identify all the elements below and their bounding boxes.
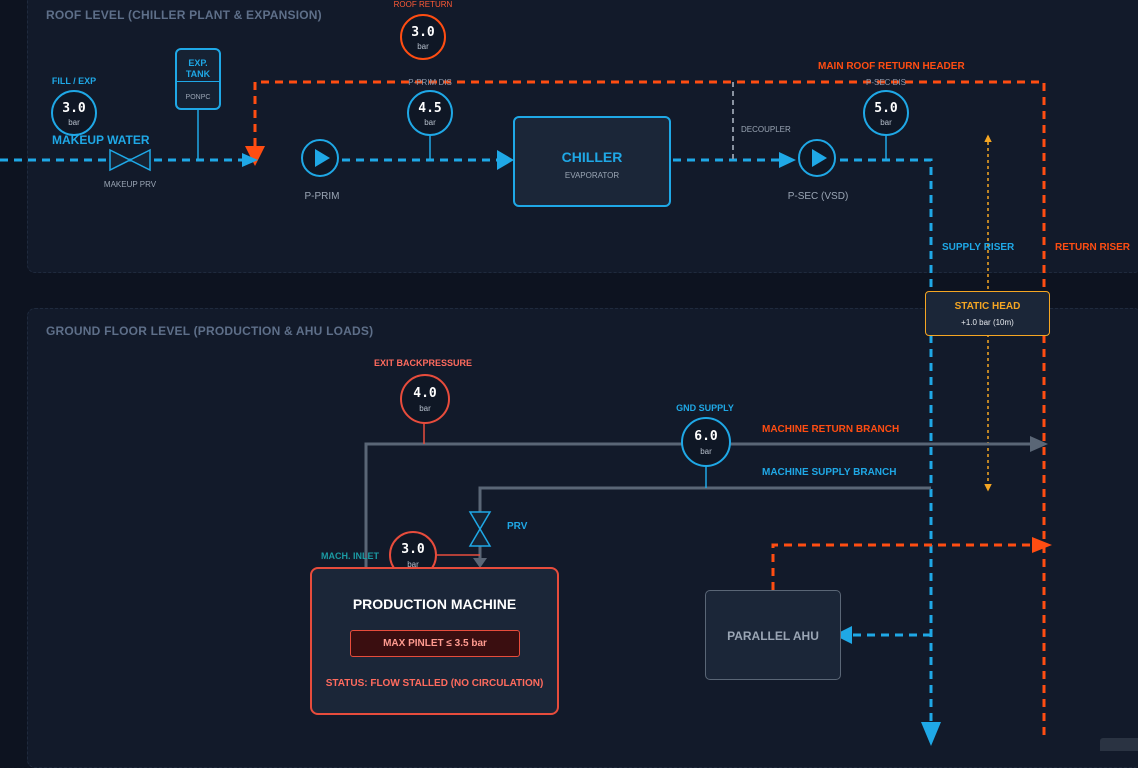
production-machine[interactable]: PRODUCTION MACHINE MAX PINLET ≤ 3.5 bar … [310, 567, 559, 715]
pump-play-icon [315, 149, 330, 167]
main-return-header-label: MAIN ROOF RETURN HEADER [818, 61, 965, 72]
return-riser-label: RETURN RISER [1055, 242, 1131, 253]
supply-arrow-psec-in [779, 152, 796, 168]
supply-arrow-makeup [242, 153, 258, 167]
gauge-label: ROOF RETURN [393, 0, 453, 9]
pressure-gauge[interactable]: 3.0 bar [400, 14, 446, 60]
gauge-label: GND SUPPLY [676, 403, 734, 413]
makeup-prv-valve[interactable] [109, 148, 151, 172]
pressure-gauge[interactable]: 4.5 bar [407, 90, 453, 136]
makeup-water-label: MAKEUP WATER [52, 133, 150, 147]
machine-return-branch-arrow [1030, 436, 1048, 452]
gauge-label: EXIT BACKPRESSURE [373, 358, 472, 368]
supply-riser-bottom-arrow [921, 722, 941, 746]
production-machine-title: PRODUCTION MACHINE [352, 596, 517, 612]
ahu-return-branch [771, 543, 1030, 590]
gauge-label: MACH. INLET [321, 551, 379, 561]
primary-pump-label: P-PRIM [304, 191, 340, 202]
roof-level-title: ROOF LEVEL (CHILLER PLANT & EXPANSION) [46, 8, 322, 22]
secondary-pump-label: P-SEC (VSD) [787, 191, 849, 202]
gauge-label: P-SEC DIS [865, 78, 906, 87]
gauge-label: FILL / EXP [51, 76, 97, 86]
pressure-gauge[interactable]: 5.0 bar [863, 90, 909, 136]
primary-pump[interactable] [301, 139, 339, 177]
ahu-return-arrow [1032, 537, 1052, 553]
ground-floor-panel [27, 308, 1138, 768]
piping-diagram [0, 80, 1052, 746]
prv-label: PRV [507, 521, 528, 532]
supply-arrow-chiller-in [497, 150, 514, 170]
ground-floor-title: GROUND FLOOR LEVEL (PRODUCTION & AHU LOA… [46, 324, 374, 338]
machine-inlet-arrow [473, 558, 487, 568]
pressure-gauge[interactable]: 4.0 bar [400, 374, 450, 424]
prv-valve[interactable] [468, 511, 492, 547]
ahu-supply-arrow [834, 626, 852, 644]
decoupler-label: DECOUPLER [741, 125, 791, 134]
machine-status: STATUS: FLOW STALLED (NO CIRCULATION) [325, 678, 544, 689]
supply-riser-label: SUPPLY RISER [942, 242, 1015, 253]
pressure-gauge[interactable]: 6.0 bar [681, 417, 731, 467]
max-pinlet-badge: MAX PINLET ≤ 3.5 bar [350, 630, 520, 657]
supply-line [0, 158, 933, 728]
pump-play-icon [812, 149, 827, 167]
corner-widget[interactable] [1100, 738, 1138, 751]
makeup-prv-label: MAKEUP PRV [103, 180, 157, 189]
pressure-gauge[interactable]: 3.0 bar [51, 90, 97, 136]
expansion-tank[interactable]: EXP. TANK PONPC [175, 48, 221, 110]
machine-return-branch-label: MACHINE RETURN BRANCH [762, 424, 900, 435]
static-head-box[interactable]: STATIC HEAD +1.0 bar (10m) [925, 291, 1050, 336]
return-header-arrow [245, 146, 265, 166]
ground-branch-pipes [364, 422, 1030, 568]
chiller-evaporator[interactable]: CHILLER EVAPORATOR [513, 116, 671, 207]
machine-supply-branch-label: MACHINE SUPPLY BRANCH [762, 467, 897, 478]
parallel-ahu[interactable]: PARALLEL AHU [705, 590, 841, 680]
exp-tank-divider [177, 81, 219, 82]
secondary-pump[interactable] [798, 139, 836, 177]
gauge-label: P-PRIM DIS [408, 78, 452, 87]
main-return-header-pipe [253, 80, 1046, 735]
